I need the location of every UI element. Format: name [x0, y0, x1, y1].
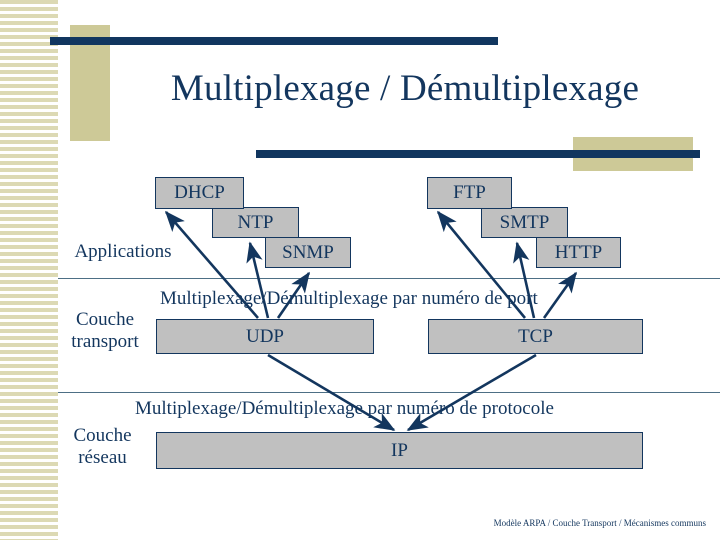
protocol-box-dhcp-label: DHCP — [174, 182, 225, 203]
decorative-navy-bar-top — [50, 37, 498, 45]
decorative-navy-bar-middle — [256, 150, 700, 158]
separator-application-transport — [58, 278, 720, 279]
layer-label-transport-line2: transport — [71, 330, 139, 352]
separator-transport-network — [58, 392, 720, 393]
layer-label-applications: Applications — [74, 241, 172, 262]
arrow-tcp-to-http — [542, 271, 578, 319]
layer-label-transport: Couche transport — [55, 309, 155, 353]
protocol-box-tcp-label: TCP — [518, 325, 553, 347]
protocol-box-smtp[interactable]: SMTP — [481, 207, 568, 238]
protocol-box-snmp-label: SNMP — [282, 241, 334, 263]
layer-label-transport-line1: Couche — [75, 309, 135, 330]
layer-label-network-line1: Couche — [73, 425, 132, 446]
protocol-box-ntp-label: NTP — [237, 211, 274, 233]
protocol-box-ip-label: IP — [391, 439, 408, 461]
page-title: Multiplexage / Démultiplexage — [170, 68, 640, 109]
caption-mux-protocol: Multiplexage/Démultiplexage par numéro d… — [135, 398, 554, 419]
protocol-box-snmp[interactable]: SNMP — [265, 237, 351, 268]
caption-mux-port: Multiplexage/Démultiplexage par numéro d… — [160, 288, 538, 309]
protocol-box-tcp[interactable]: TCP — [428, 319, 643, 354]
protocol-box-smtp-label: SMTP — [499, 211, 550, 233]
decorative-stripe-band — [0, 0, 58, 540]
protocol-box-ftp[interactable]: FTP — [427, 177, 512, 209]
protocol-box-http[interactable]: HTTP — [536, 237, 621, 268]
layer-label-network: Couche réseau — [50, 425, 155, 469]
protocol-box-dhcp[interactable]: DHCP — [155, 177, 244, 209]
protocol-box-ftp-label: FTP — [453, 182, 486, 203]
protocol-box-ip[interactable]: IP — [156, 432, 643, 469]
protocol-box-udp-label: UDP — [245, 325, 284, 347]
protocol-box-http-label: HTTP — [554, 241, 603, 263]
protocol-box-ntp[interactable]: NTP — [212, 207, 299, 238]
layer-label-network-line2: réseau — [78, 446, 127, 468]
footer-note: Modèle ARPA / Couche Transport / Mécanis… — [493, 518, 706, 528]
protocol-box-udp[interactable]: UDP — [156, 319, 374, 354]
